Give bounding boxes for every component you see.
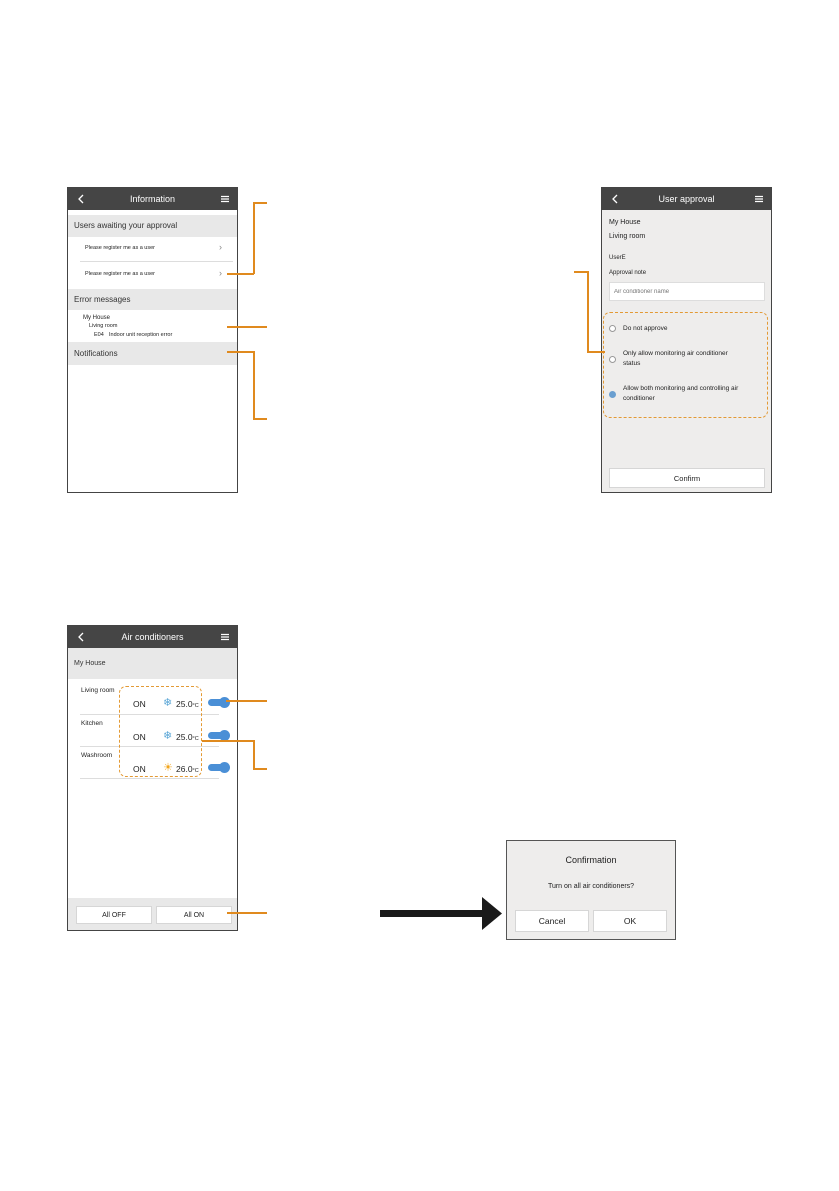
error-house: My House <box>83 315 111 321</box>
approval-request-2[interactable]: Please register me as a user <box>85 271 156 277</box>
unit-temperature: 25.0°C <box>176 699 199 709</box>
page-title: User approval <box>658 194 715 204</box>
room-name: Living room <box>609 233 646 240</box>
page-title: Air conditioners <box>121 632 184 642</box>
user-name: UserE <box>609 255 626 261</box>
approval-request-1[interactable]: Please register me as a user <box>85 245 156 251</box>
back-icon[interactable] <box>74 188 88 210</box>
page-title: Information <box>129 194 176 204</box>
callout-line <box>253 351 255 419</box>
air-conditioners-screen: Air conditioners My House Living room ON… <box>67 625 238 931</box>
all-off-button[interactable]: All OFF <box>76 906 152 924</box>
radio-do-not-approve[interactable] <box>609 325 616 332</box>
unit-room-kitchen: Kitchen <box>81 720 103 727</box>
divider <box>80 261 233 262</box>
temp-unit: °C <box>192 736 199 742</box>
snowflake-icon: ❄ <box>163 697 173 709</box>
radio-monitor-only[interactable] <box>609 356 616 363</box>
divider <box>80 714 219 715</box>
back-icon[interactable] <box>608 188 622 210</box>
error-room: Living room <box>89 323 118 329</box>
menu-icon[interactable] <box>218 188 232 210</box>
unit-room-living: Living room <box>81 687 115 694</box>
chevron-right-icon: › <box>219 242 222 252</box>
toggle-knob <box>219 762 230 773</box>
error-code: E04 <box>94 332 104 338</box>
power-toggle[interactable] <box>208 697 230 708</box>
power-toggle[interactable] <box>208 762 230 773</box>
callout-line <box>226 700 267 702</box>
temp-unit: °C <box>192 703 199 709</box>
option-do-not-approve[interactable]: Do not approve <box>623 325 668 332</box>
unit-room-washroom: Washroom <box>81 752 113 759</box>
sun-icon: ☀ <box>163 762 173 774</box>
dialog-message: Turn on all air conditioners? <box>547 883 635 890</box>
approval-options-highlight <box>603 312 768 418</box>
all-on-button[interactable]: All ON <box>156 906 232 924</box>
callout-line <box>253 418 267 420</box>
toggle-knob <box>219 697 230 708</box>
unit-temperature: 25.0°C <box>176 732 199 742</box>
radio-monitor-and-control[interactable] <box>609 391 616 398</box>
section-users-awaiting: Users awaiting your approval <box>68 215 237 237</box>
callout-line <box>253 740 255 769</box>
approval-note-input[interactable] <box>609 282 765 301</box>
confirmation-dialog: Confirmation Turn on all air conditioner… <box>506 840 676 940</box>
callout-line <box>227 351 254 353</box>
user-approval-topbar: User approval <box>602 188 771 210</box>
callout-line <box>253 202 267 204</box>
callout-line <box>253 202 255 274</box>
house-name: My House <box>609 219 641 226</box>
toggle-knob <box>219 730 230 741</box>
confirm-button[interactable]: Confirm <box>609 468 765 488</box>
chevron-right-icon: › <box>219 268 222 278</box>
back-icon[interactable] <box>74 626 88 648</box>
divider <box>80 746 219 747</box>
callout-line <box>253 768 267 770</box>
dialog-title: Confirmation <box>565 855 617 865</box>
approval-note-label: Approval note <box>609 270 647 276</box>
callout-line <box>227 912 267 914</box>
cancel-button[interactable]: Cancel <box>515 910 589 932</box>
status-highlight <box>119 686 202 777</box>
callout-line <box>202 740 254 742</box>
temp-value: 25.0 <box>176 732 193 742</box>
divider <box>80 778 219 779</box>
power-toggle[interactable] <box>208 730 230 741</box>
option-monitor-and-control[interactable]: Allow both monitoring and controlling ai… <box>623 385 739 402</box>
unit-state[interactable]: ON <box>133 732 146 742</box>
callout-line <box>587 351 605 353</box>
section-error-messages: Error messages <box>68 289 237 310</box>
house-header: My House <box>68 648 237 679</box>
callout-line <box>574 271 588 273</box>
error-text[interactable]: Indoor unit reception error <box>109 332 173 338</box>
arrow-right-icon <box>380 897 502 930</box>
ok-button[interactable]: OK <box>593 910 667 932</box>
user-approval-screen: User approval My House Living room UserE… <box>601 187 772 493</box>
unit-state[interactable]: ON <box>133 764 146 774</box>
callout-line <box>227 273 254 275</box>
callout-line <box>227 326 267 328</box>
callout-line <box>587 271 589 352</box>
section-notifications[interactable]: Notifications <box>68 342 237 365</box>
option-monitor-only[interactable]: Only allow monitoring air conditioner st… <box>623 350 728 367</box>
information-topbar: Information <box>68 188 237 210</box>
menu-icon[interactable] <box>218 626 232 648</box>
information-screen: Information Users awaiting your approval… <box>67 187 238 493</box>
air-conditioners-topbar: Air conditioners <box>68 626 237 648</box>
temp-value: 25.0 <box>176 699 193 709</box>
menu-icon[interactable] <box>752 188 766 210</box>
unit-state[interactable]: ON <box>133 699 146 709</box>
temp-value: 26.0 <box>176 764 193 774</box>
snowflake-icon: ❄ <box>163 730 173 742</box>
